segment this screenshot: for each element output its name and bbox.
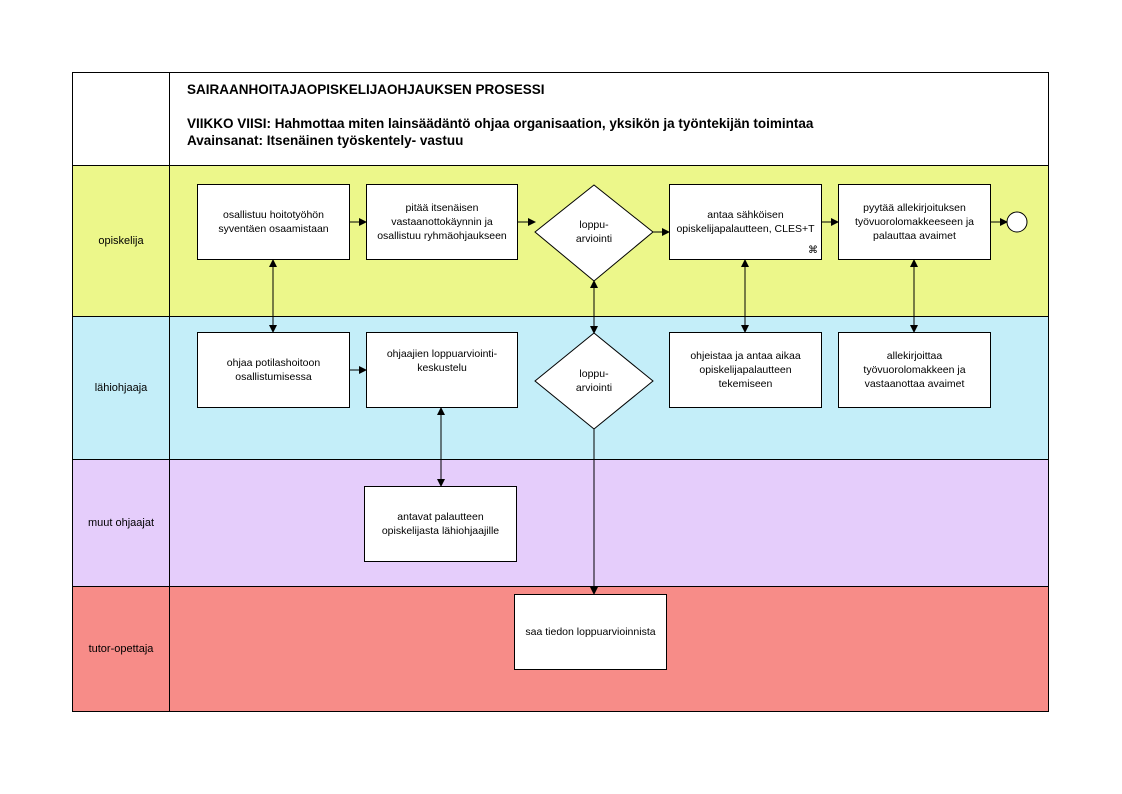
decision-label-opiskelija: loppu- arviointi — [554, 218, 634, 246]
task-pyytaa-allekirjoituksen: pyytää allekirjoituksen työvuorolomakkee… — [838, 184, 991, 260]
task-antaa-opiskelijapalautteen: antaa sähköisen opiskelijapalautteen, CL… — [669, 184, 822, 260]
decision-label-line: loppu- — [579, 219, 609, 231]
subprocess-icon: ⌘ — [808, 245, 818, 256]
task-antavat-palautteen: antavat palautteen opiskelijasta lähiohj… — [364, 486, 517, 562]
lane-label-opiskelija: opiskelija — [73, 166, 170, 316]
task-label: pyytää allekirjoituksen työvuorolomakkee… — [854, 202, 975, 242]
task-ohjaajien-loppuarviointi: ohjaajien loppuarviointi-keskustelu — [366, 332, 518, 408]
task-label: pitää itsenäisen vastaanottokäynnin ja o… — [377, 202, 507, 242]
task-allekirjoittaa: allekirjoittaa työvuorolomakkeen ja vast… — [838, 332, 991, 408]
lane-label-tutor-opettaja: tutor-opettaja — [73, 587, 170, 711]
decision-loppuarviointi-opiskelija — [534, 184, 654, 282]
task-ohjaa-potilashoitoon: ohjaa potilashoitoon osallistumisessa — [197, 332, 350, 408]
lane-label-muut-ohjaajat: muut ohjaajat — [73, 460, 170, 586]
lane-label-lahiohjaaja: lähiohjaaja — [73, 317, 170, 459]
task-label: ohjeistaa ja antaa aikaa opiskelijapalau… — [690, 350, 801, 390]
task-ohjeistaa: ohjeistaa ja antaa aikaa opiskelijapalau… — [669, 332, 822, 408]
task-label: osallistuu hoitotyöhön syventäen osaamis… — [218, 209, 329, 235]
task-label: ohjaajien loppuarviointi-keskustelu — [386, 348, 498, 374]
task-saa-tiedon: saa tiedon loppuarvioinnista — [514, 594, 667, 670]
task-label: antavat palautteen opiskelijasta lähiohj… — [381, 511, 500, 537]
task-label: ohjaa potilashoitoon osallistumisessa — [226, 357, 321, 383]
decision-label-line: arviointi — [575, 382, 613, 394]
page-title: SAIRAANHOITAJAOPISKELIJAOHJAUKSEN PROSES… — [187, 82, 545, 97]
header-text: SAIRAANHOITAJAOPISKELIJAOHJAUKSEN PROSES… — [187, 81, 813, 149]
task-osallistuu-hoitotyohon: osallistuu hoitotyöhön syventäen osaamis… — [197, 184, 350, 260]
decision-label-line: arviointi — [575, 233, 613, 245]
keywords-heading: Avainsanat: Itsenäinen työskentely- vast… — [187, 133, 464, 148]
header-row: SAIRAANHOITAJAOPISKELIJAOHJAUKSEN PROSES… — [73, 73, 1048, 166]
end-event-icon — [1006, 211, 1028, 233]
header-corner-cell — [73, 73, 170, 165]
task-pitaa-vastaanottokaynnin: pitää itsenäisen vastaanottokäynnin ja o… — [366, 184, 518, 260]
task-label: saa tiedon loppuarvioinnista — [525, 626, 656, 638]
week-heading: VIIKKO VIISI: Hahmottaa miten lainsäädän… — [187, 116, 814, 131]
decision-label-lahiohjaaja: loppu- arviointi — [554, 367, 634, 395]
decision-label-line: loppu- — [579, 368, 609, 380]
task-label: allekirjoittaa työvuorolomakkeen ja vast… — [863, 350, 966, 390]
task-label: antaa sähköisen opiskelijapalautteen, CL… — [676, 209, 815, 235]
lane-muut-ohjaajat: muut ohjaajat — [73, 460, 1048, 587]
decision-loppuarviointi-lahiohjaaja — [534, 332, 654, 430]
